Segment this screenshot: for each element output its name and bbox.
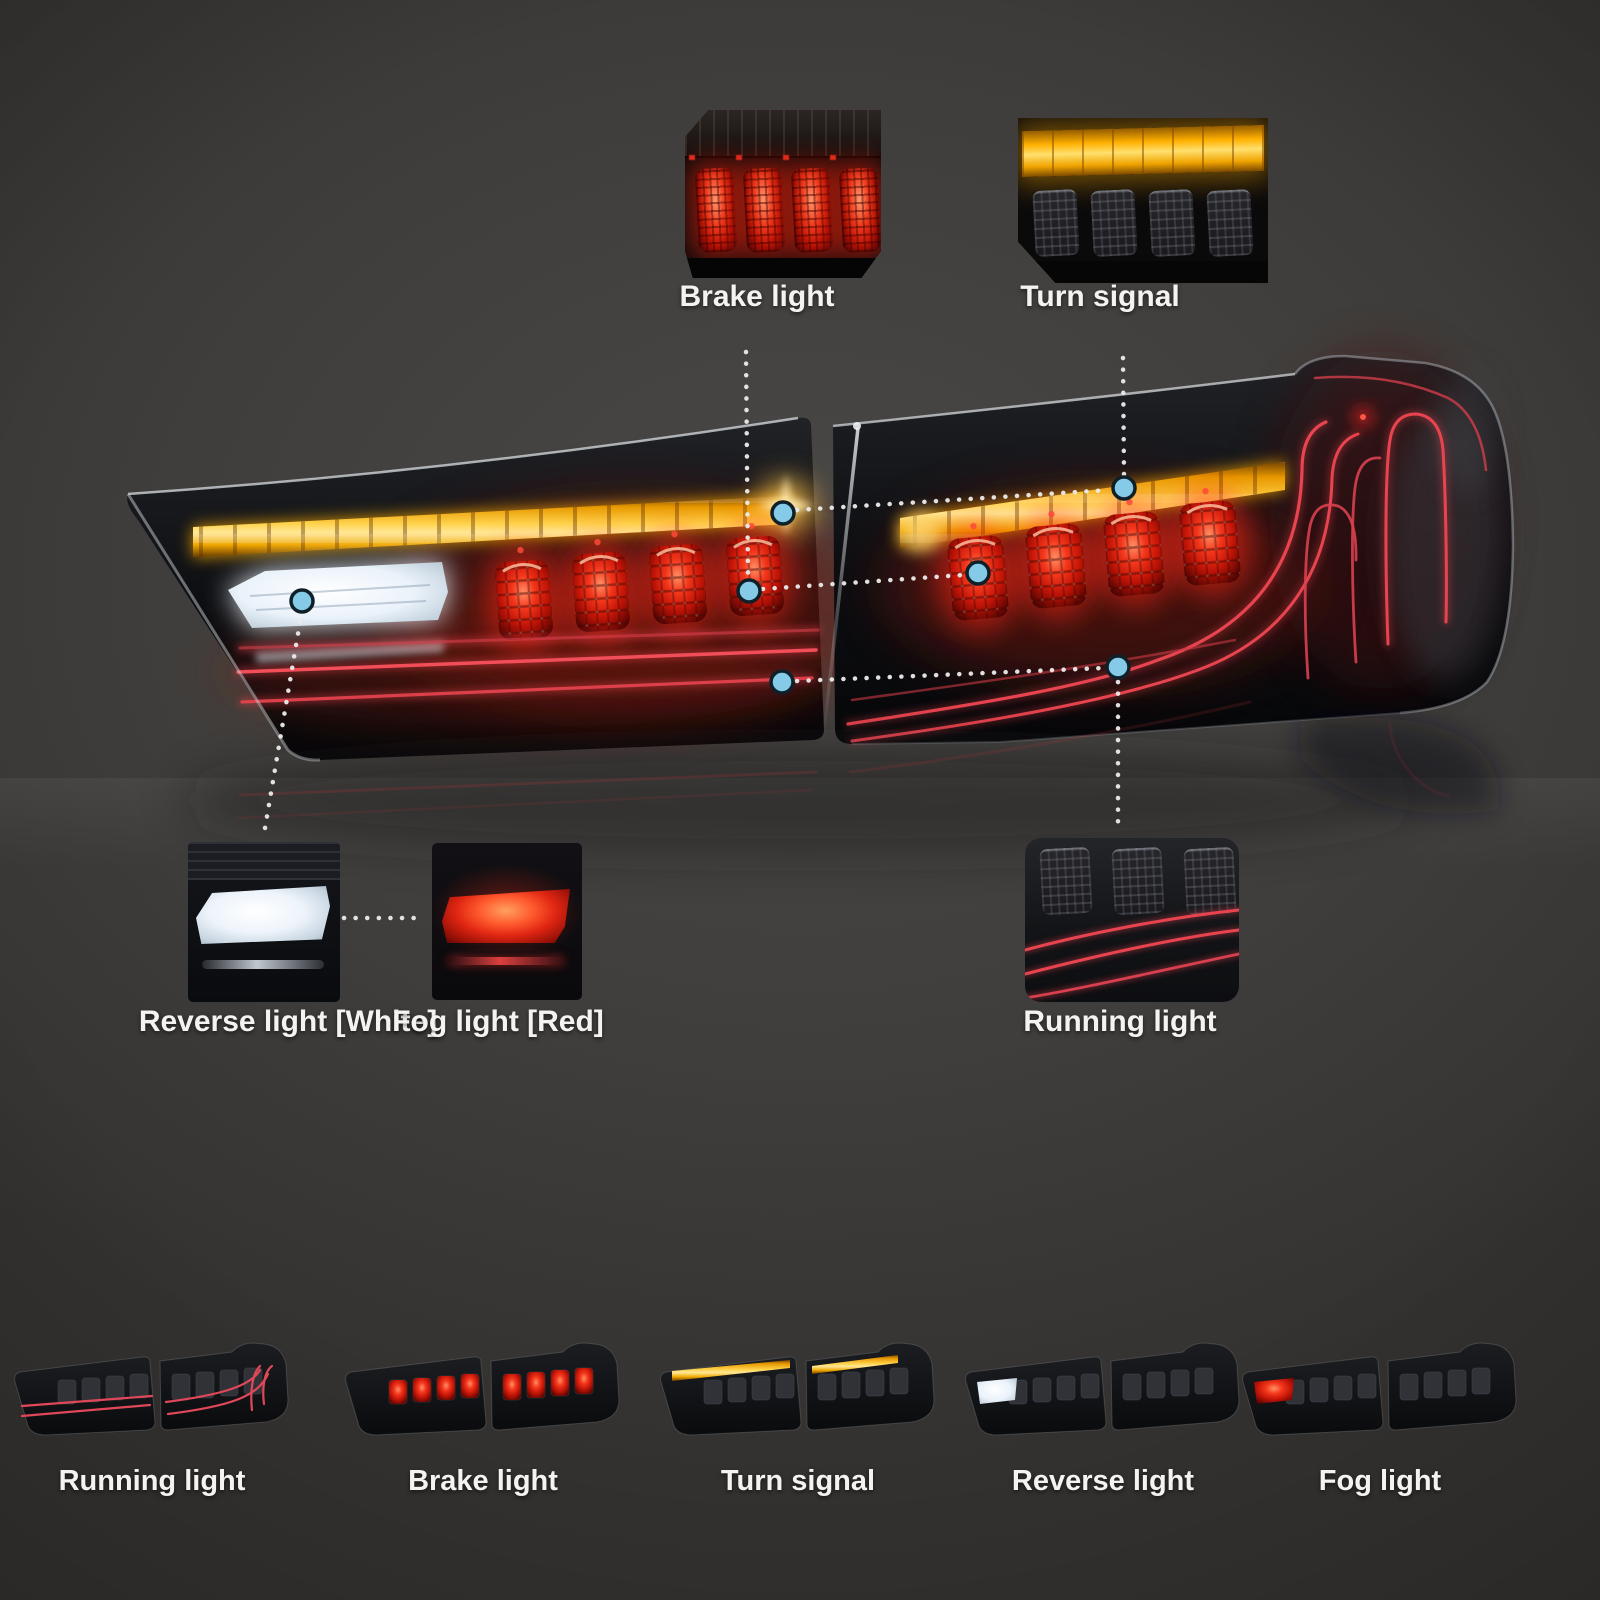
- inset-photo-running-light: [1025, 838, 1239, 1002]
- inset-red-led-row: [689, 155, 877, 160]
- lens-left-edge-highlight: [126, 493, 321, 762]
- marker-running-left-icon: [769, 669, 795, 695]
- thumbnail-running-light: Running light: [2, 1340, 302, 1498]
- inset-unlit-element: [1148, 188, 1196, 258]
- inset-shade: [685, 258, 881, 278]
- running-light-lines-left: [234, 626, 822, 706]
- inset-brake-element: [838, 167, 881, 253]
- thumbnail-reverse-light: Reverse light: [953, 1340, 1253, 1498]
- inset-unlit-strip: [188, 842, 340, 880]
- leader-reverse-vertical: [261, 619, 303, 837]
- callout-label-fog-light: Fog light [Red]: [392, 1005, 604, 1038]
- inset-white-streak: [202, 960, 324, 969]
- inset-unlit-element: [1206, 188, 1254, 258]
- caption-reverse-light: Reverse light: [1011, 1465, 1195, 1497]
- callout-label-brake-light: Brake light: [679, 280, 835, 313]
- marker-running-right-icon: [1105, 654, 1131, 680]
- thumbnail-lamp-image: [1242, 1342, 1517, 1436]
- inset-brake-element: [790, 167, 834, 253]
- caption-running-light: Running light: [58, 1465, 246, 1497]
- marker-dots: [289, 475, 1137, 695]
- inset-photo-reverse-light: [188, 842, 340, 1002]
- thumbnail-fog-light: Fog light: [1230, 1340, 1530, 1498]
- inset-shade: [1018, 261, 1268, 283]
- leader-brake-vertical: [743, 349, 751, 580]
- leader-turn-vertical: [1120, 355, 1127, 477]
- inset-brake-element: [742, 167, 786, 253]
- lens-top-edge-highlight-left: [127, 416, 799, 496]
- inset-reverse-element: [196, 886, 330, 944]
- marker-brake-right-icon: [965, 560, 991, 586]
- inset-photo-turn-signal: [1018, 118, 1268, 283]
- caption-fog-light: Fog light: [1318, 1465, 1442, 1497]
- thumbnail-brake-light: Brake light: [333, 1340, 633, 1498]
- taillight-left-unit: [126, 416, 900, 762]
- thumbnail-lamp-image: [345, 1342, 620, 1436]
- marker-turn-right-icon: [1111, 475, 1137, 501]
- reverse-light-block: [228, 562, 448, 663]
- inset-photo-fog-light: [432, 843, 582, 1000]
- callout-label-running-light: Running light: [1023, 1005, 1217, 1038]
- inset-red-streak: [448, 957, 564, 965]
- thumbnail-turn-signal: Turn signal: [648, 1340, 948, 1498]
- callout-label-reverse-light: Reverse light [White]: [138, 1005, 438, 1038]
- inset-fog-element: [442, 889, 570, 943]
- thumbnail-lamp-image: [14, 1342, 289, 1436]
- seam-highlight: [821, 427, 860, 742]
- running-light-lines-right-and-fin: [845, 375, 1488, 744]
- marker-reverse-icon: [289, 588, 315, 614]
- taillight-right-unit: [821, 350, 1515, 745]
- inset-unlit-element: [1032, 188, 1080, 258]
- leader-running-horizontal: [794, 665, 1106, 684]
- caption-turn-signal: Turn signal: [720, 1465, 876, 1497]
- leader-brake-horizontal: [760, 572, 966, 592]
- marker-turn-left-icon: [770, 500, 796, 526]
- lens-top-edge-highlight-right: [832, 372, 1296, 428]
- caption-brake-light: Brake light: [408, 1465, 558, 1497]
- marker-brake-left-icon: [736, 578, 762, 604]
- fin-edge-highlight: [1293, 354, 1515, 715]
- inset-unlit-element: [1090, 188, 1138, 258]
- thumbnail-lamp-image: [965, 1342, 1240, 1436]
- floor-reflection: [180, 700, 1499, 855]
- inset-brake-element: [694, 167, 738, 253]
- inset-amber-strip: [1022, 124, 1264, 178]
- callout-label-turn-signal: Turn signal: [1020, 280, 1180, 313]
- inset-running-lines: [1025, 907, 1239, 1001]
- leader-lines: [261, 349, 1127, 921]
- inset-unlit-strip: [685, 110, 881, 158]
- turn-signal-strip-right: [900, 462, 1285, 552]
- inset-photo-brake-light: [685, 110, 881, 278]
- thumbnail-lamp-image: [660, 1342, 935, 1436]
